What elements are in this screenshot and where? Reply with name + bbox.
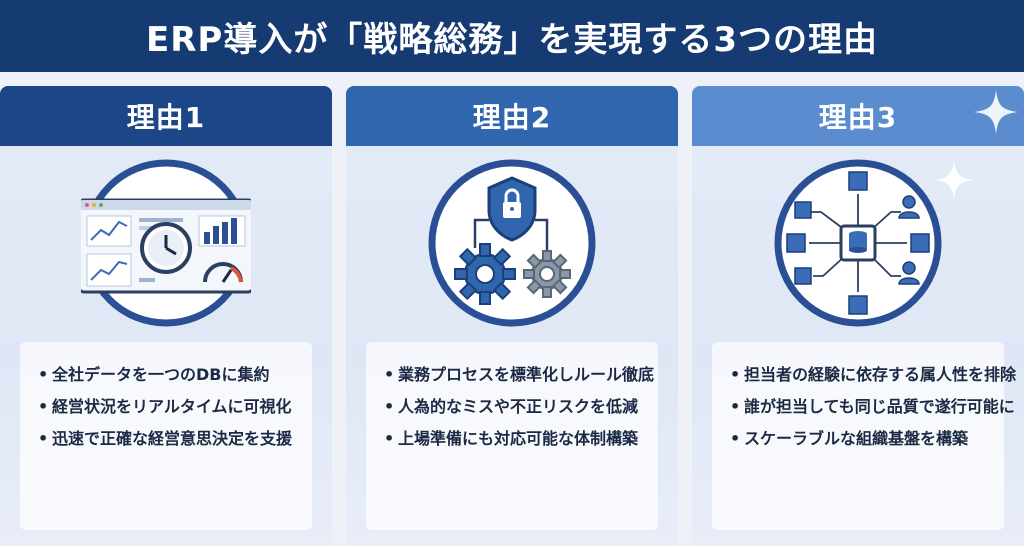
list-item: •迅速で正確な経営意思決定を支援 <box>38 429 293 448</box>
reason-card-2: 理由2 <box>346 86 678 546</box>
shield-lock-gears-icon <box>427 158 597 328</box>
list-item: •業務プロセスを標準化しルール徹底 <box>384 365 655 384</box>
list-item: •スケーラブルな組織基盤を構築 <box>730 429 969 448</box>
dashboard-monitor-icon <box>77 158 255 328</box>
page-title: ERP導入が「戦略総務」を実現する3つの理由 <box>0 0 1024 72</box>
bullet-list-3: •担当者の経験に依存する属人性を排除 •誰が担当しても同じ品質で遂行可能に •ス… <box>712 342 1017 530</box>
list-item: •人為的なミスや不正リスクを低減 <box>384 397 639 416</box>
list-item: •誰が担当しても同じ品質で遂行可能に <box>730 397 1015 416</box>
list-item: •経営状況をリアルタイムに可視化 <box>38 397 292 416</box>
card-header-1: 理由1 <box>0 86 332 146</box>
network-database-icon <box>773 158 943 328</box>
list-item: •全社データを一つのDBに集約 <box>38 365 270 384</box>
bullet-list-2: •業務プロセスを標準化しルール徹底 •人為的なミスや不正リスクを低減 •上場準備… <box>366 342 658 530</box>
card-header-2: 理由2 <box>346 86 678 146</box>
list-item: •上場準備にも対応可能な体制構築 <box>384 429 639 448</box>
reason-card-1: 理由1 <box>0 86 332 546</box>
sparkle-icon <box>934 160 974 200</box>
list-item: •担当者の経験に依存する属人性を排除 <box>730 365 1017 384</box>
bullet-list-1: •全社データを一つのDBに集約 •経営状況をリアルタイムに可視化 •迅速で正確な… <box>20 342 312 530</box>
sparkle-icon <box>974 90 1018 134</box>
reason-card-3: 理由3 <box>692 86 1024 546</box>
card-header-3: 理由3 <box>692 86 1024 146</box>
